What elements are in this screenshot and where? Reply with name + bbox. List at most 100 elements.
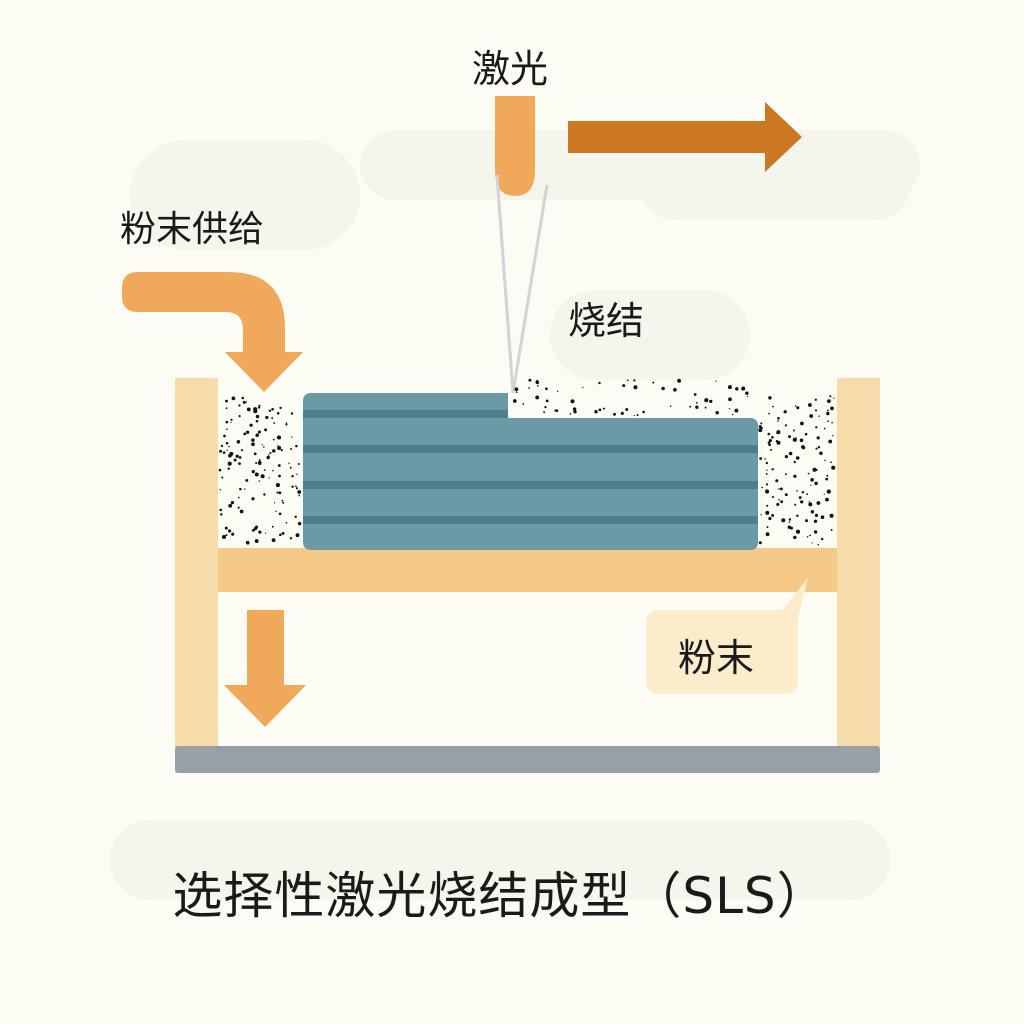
powder-particle — [794, 405, 797, 407]
powder-particle — [271, 407, 274, 411]
sintered-part — [303, 393, 758, 550]
laser-beam — [495, 174, 549, 394]
powder-particle — [766, 526, 769, 529]
powder-particle — [255, 462, 258, 464]
powder-particle — [715, 380, 717, 382]
powder-particle — [677, 378, 682, 383]
powder-particle — [514, 387, 519, 392]
powder-particle — [237, 506, 240, 509]
powder-particle — [765, 489, 770, 494]
powder-particle — [225, 441, 229, 445]
powder-particle — [230, 500, 235, 505]
powder-particle — [765, 532, 770, 537]
powder-particle — [766, 504, 769, 507]
powder-particle — [295, 487, 298, 490]
powder-particle — [778, 498, 780, 501]
powder-particle — [765, 472, 768, 475]
powder-particle — [239, 509, 244, 514]
powder-particle — [741, 386, 746, 391]
powder-particle — [545, 387, 548, 391]
powder-particle — [815, 447, 818, 450]
powder-particle — [817, 543, 820, 546]
powder-particle — [827, 420, 829, 423]
powder-particle — [818, 415, 820, 417]
powder-particle — [673, 387, 677, 392]
powder-particle — [280, 448, 283, 452]
powder-particle — [545, 399, 549, 403]
powder-particle — [281, 499, 284, 502]
powder-particle — [825, 477, 829, 481]
powder-particle — [795, 529, 801, 534]
powder-particle — [278, 474, 281, 478]
powder-particle — [273, 422, 276, 424]
powder-particle — [814, 409, 818, 412]
powder-particle — [830, 461, 832, 464]
powder-particle — [556, 390, 559, 392]
powder-particle — [572, 407, 577, 411]
powder-particle — [661, 386, 665, 391]
powder-particle — [784, 455, 788, 459]
powder-particle — [285, 423, 288, 426]
powder-particle — [779, 487, 783, 491]
powder-particle — [254, 539, 259, 544]
powder-particle — [297, 521, 302, 526]
laser-head — [495, 96, 535, 196]
powder-particle — [689, 405, 692, 408]
powder-particle — [241, 396, 244, 400]
powder-particle — [219, 508, 222, 512]
left-pillar — [175, 378, 218, 748]
powder-particle — [784, 473, 787, 476]
powder-particle — [225, 399, 228, 403]
powder-particle — [258, 404, 261, 407]
powder-particle — [809, 414, 814, 418]
powder-particle — [770, 449, 772, 451]
powder-particle — [276, 491, 279, 494]
powder-particle — [268, 477, 270, 479]
powder-particle — [258, 462, 262, 466]
powder-particle — [807, 403, 812, 407]
powder-particle — [831, 465, 836, 470]
powder-particle — [255, 414, 260, 419]
powder-particle — [226, 428, 228, 431]
powder-particle — [264, 428, 268, 432]
powder-particle — [696, 407, 699, 409]
powder-particle — [788, 518, 792, 521]
powder-particle — [758, 428, 763, 433]
powder-particle — [260, 474, 265, 479]
powder-supply-arrow — [122, 272, 303, 392]
powder-particle — [789, 526, 794, 530]
powder-particle — [793, 429, 795, 432]
powder-particle — [268, 409, 272, 413]
powder-particle — [728, 408, 731, 410]
powder-particle — [278, 512, 282, 516]
powder-particle — [633, 379, 636, 382]
powder-particle — [275, 483, 280, 488]
powder-particle — [263, 493, 266, 496]
powder-particle — [613, 412, 616, 416]
powder-particle — [227, 461, 232, 466]
powder-particle — [783, 410, 787, 414]
powder-particle — [290, 412, 294, 415]
powder-particle — [814, 398, 817, 401]
powder-particle — [767, 432, 771, 436]
powder-particle — [772, 405, 774, 408]
powder-particle — [625, 408, 629, 411]
powder-particle — [238, 456, 242, 459]
powder-particle — [830, 406, 834, 411]
powder-particle — [715, 410, 719, 415]
powder-particle — [277, 446, 282, 450]
powder-particle — [826, 411, 830, 416]
powder-particle — [801, 438, 803, 441]
powder-particle — [257, 430, 261, 434]
powder-particle — [241, 449, 244, 452]
powder-particle — [793, 535, 797, 540]
powder-particle — [768, 396, 772, 400]
powder-particle — [569, 413, 572, 415]
powder-particle — [555, 409, 559, 413]
powder-particle — [282, 501, 285, 504]
powder-particle — [225, 534, 228, 537]
powder-particle — [760, 426, 764, 429]
powder-particle — [265, 415, 269, 420]
powder-particle — [251, 442, 255, 447]
powder-particle — [279, 533, 282, 537]
